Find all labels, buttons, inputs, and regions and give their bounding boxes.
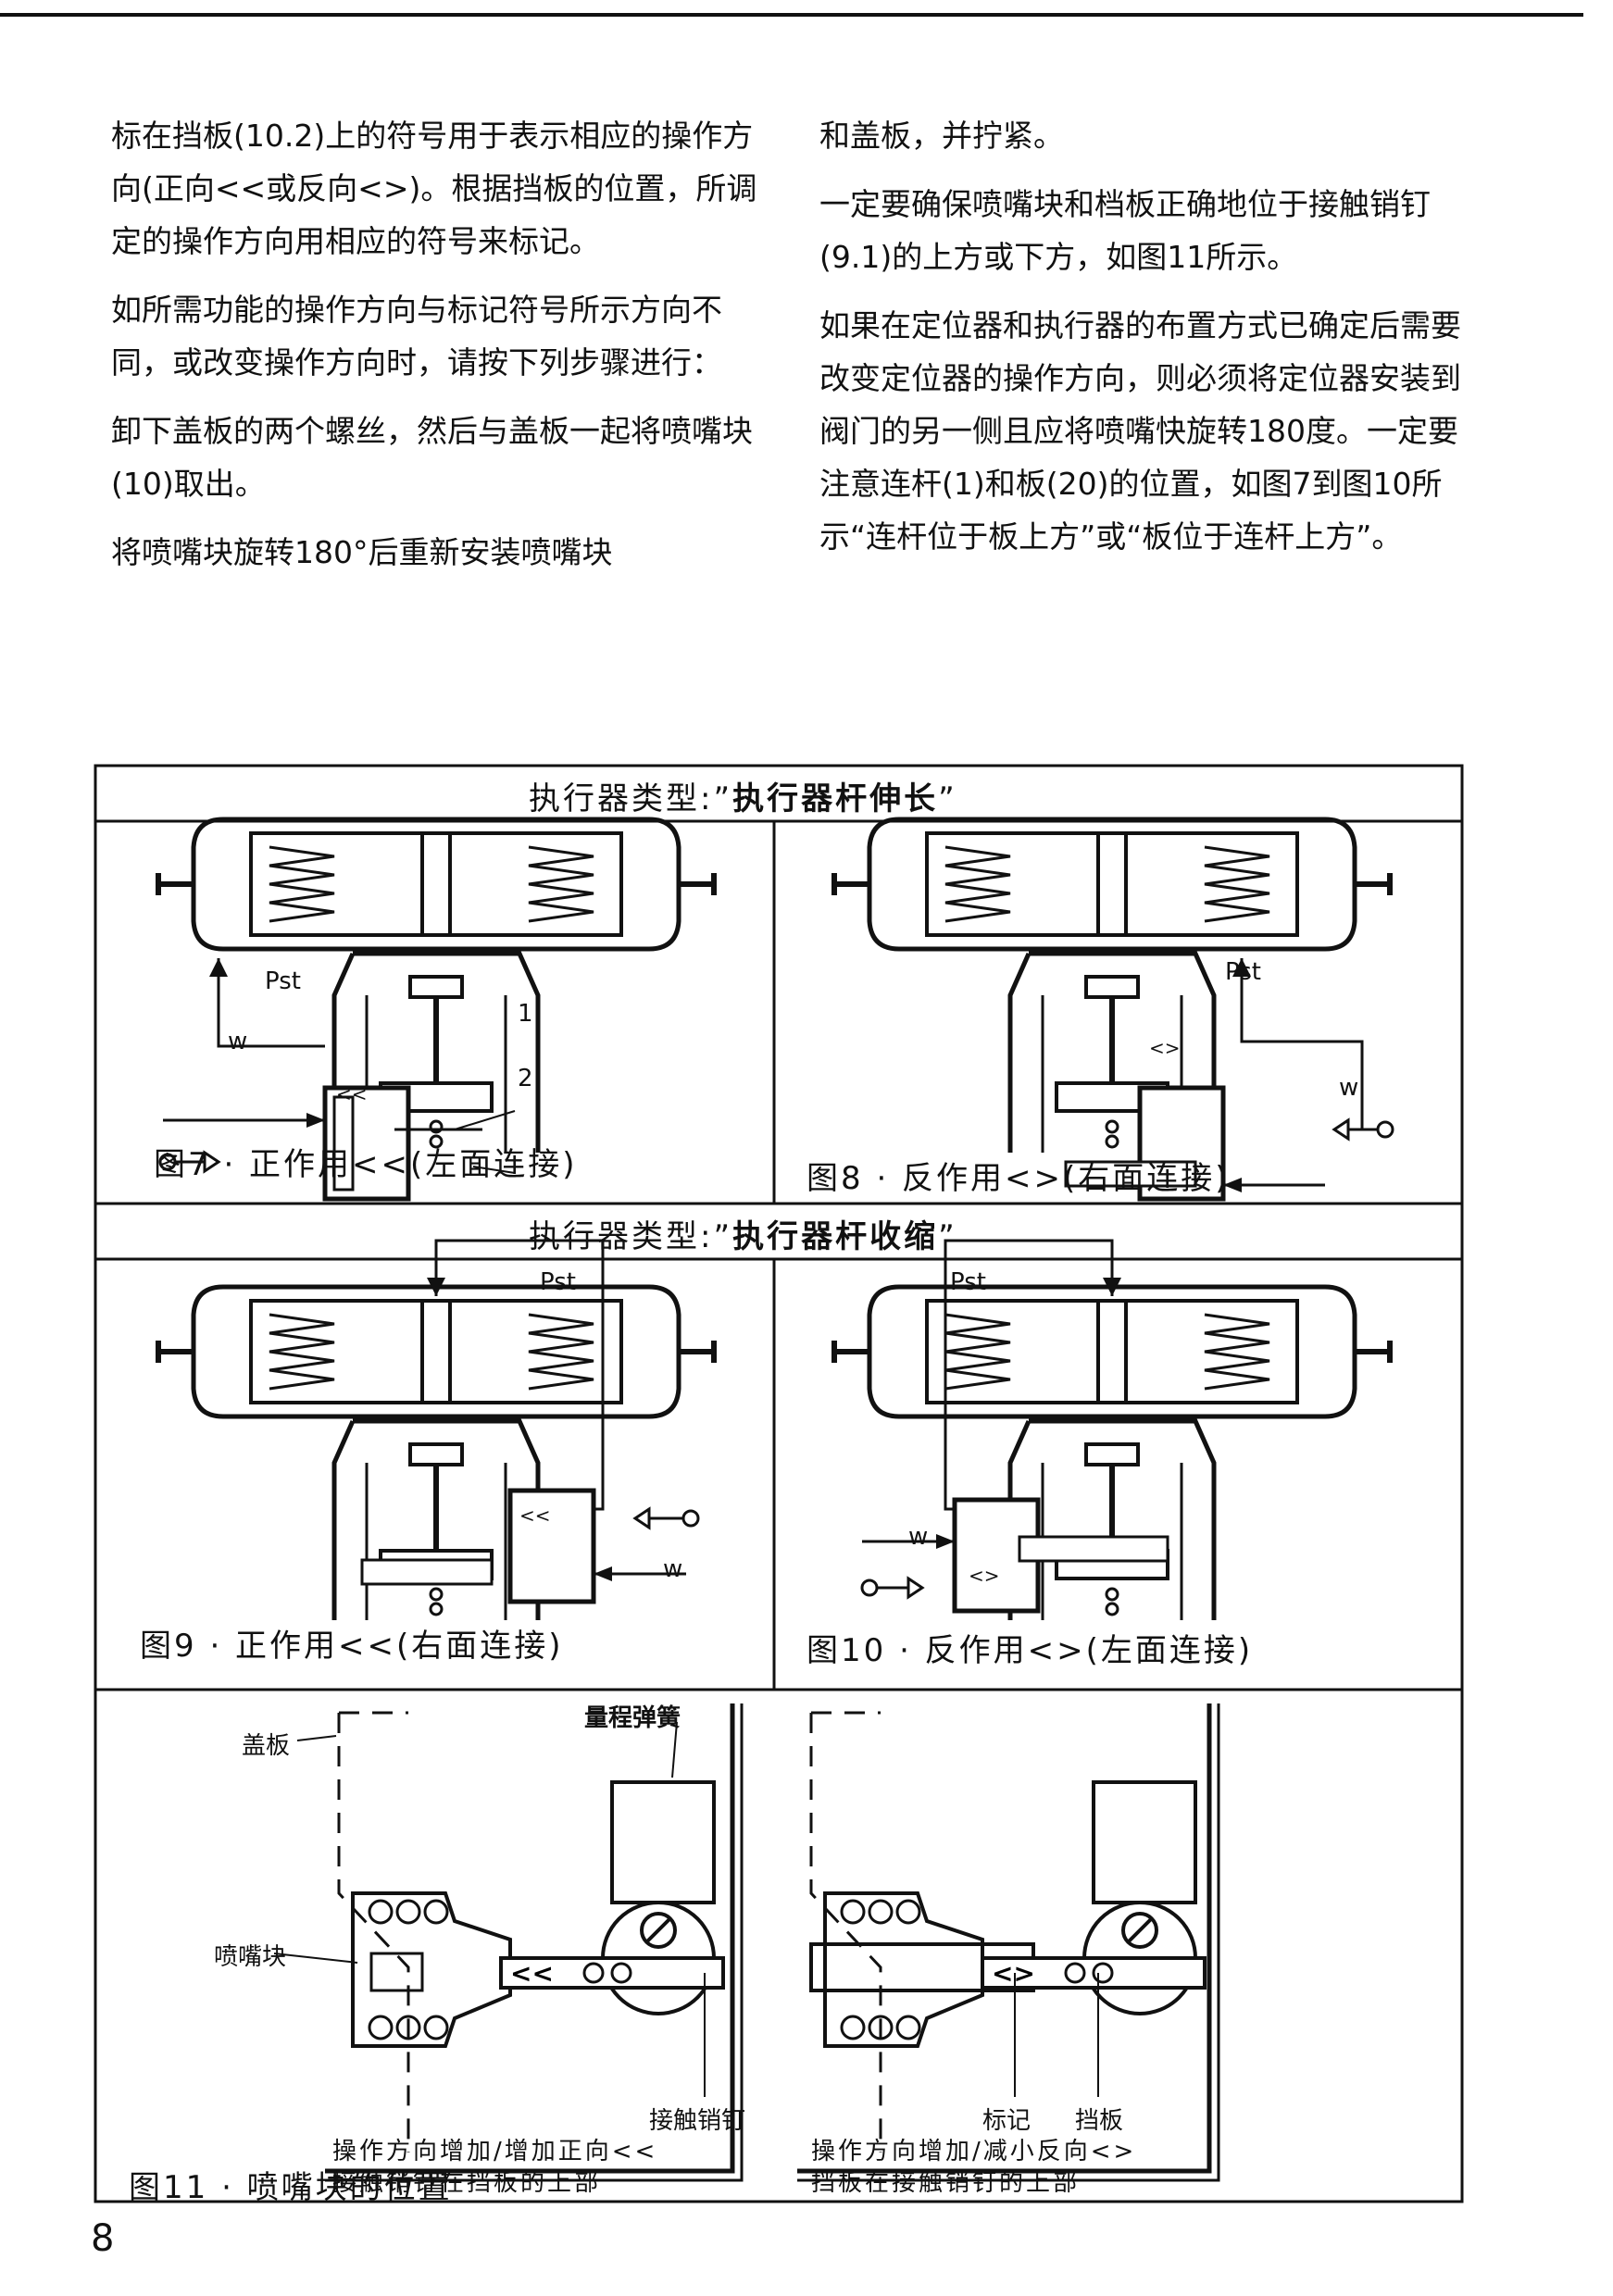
w-label: w — [228, 1028, 248, 1055]
figure-8-caption: 图8 · 反作用<>(右面连接) — [806, 1160, 1231, 1197]
band-title-suffix: ” — [938, 1218, 957, 1255]
nozzle-block-label: 喷嘴块 — [214, 1943, 287, 1971]
paragraph: 将喷嘴块旋转180°后重新安装喷嘴块 — [111, 534, 613, 570]
paragraph: 如所需功能的操作方向与标记符号所示方向不同，或改变操作方向时，请按下列步骤进行： — [111, 292, 722, 381]
figure-11-left-drawing: << — [273, 1703, 744, 2182]
figure-7-caption: 图7 · 正作用<<(左面连接) — [154, 1146, 578, 1183]
baffle-label: 挡板 — [1075, 2107, 1124, 2135]
text-column-left: 标在挡板(10.2)上的符号用于表示相应的操作方向(正向<<或反向<>)。根据挡… — [111, 109, 764, 594]
range-spring-label: 量程弹簧 — [584, 1704, 681, 1732]
pst-label: Pst — [265, 967, 301, 995]
figure-7-drawing — [158, 819, 714, 1202]
note-left-line2: 接触销钉在挡板的上部 — [332, 2169, 602, 2197]
direct-symbol: << — [519, 1504, 551, 1527]
paragraph: 和盖板，并拧紧。 — [819, 118, 1064, 154]
note-right-line2: 挡板在接触销钉的上部 — [811, 2169, 1081, 2197]
band-title-bold: 执行器杆伸长 — [732, 780, 939, 817]
band-title-suffix: ” — [938, 780, 957, 817]
band-title-prefix: 执行器类型:” — [529, 780, 733, 817]
w-label: w — [908, 1523, 929, 1551]
paragraph: 标在挡板(10.2)上的符号用于表示相应的操作方向(正向<<或反向<>)。根据挡… — [111, 118, 757, 259]
figure-9-drawing — [158, 1239, 714, 1620]
lever-1-label: 1 — [518, 1000, 533, 1028]
figure-11-right-drawing: <> — [797, 1703, 1220, 2182]
reverse-symbol: <> — [1149, 1037, 1181, 1059]
w-label: w — [663, 1555, 683, 1583]
figure-10-caption: 图10 · 反作用<>(左面连接) — [806, 1632, 1254, 1669]
note-left-line1: 操作方向增加/增加正向<< — [332, 2138, 658, 2165]
band-title-bold: 执行器杆收缩 — [732, 1218, 939, 1255]
direct-symbol: << — [336, 1083, 368, 1105]
reverse-symbol: <> — [969, 1565, 1000, 1587]
figure-panel: << <> — [94, 764, 1464, 2206]
svg-text:<>: <> — [992, 1958, 1035, 1989]
pst-label: Pst — [1225, 958, 1261, 986]
pst-label: Pst — [950, 1268, 986, 1296]
cover-plate-label: 盖板 — [242, 1732, 291, 1760]
paragraph: 如果在定位器和执行器的布置方式已确定后需要改变定位器的操作方向，则必须将定位器安… — [819, 307, 1461, 555]
figure-11-caption: 图11 · 喷嘴块的位置 — [129, 2169, 453, 2206]
figure-drawings: << <> — [94, 764, 1464, 2203]
note-right-line1: 操作方向增加/减小反向<> — [811, 2138, 1137, 2165]
figure-8-drawing — [834, 819, 1394, 1202]
paragraph: 卸下盖板的两个螺丝，然后与盖板一起将喷嘴块(10)取出。 — [111, 413, 753, 502]
band-title-prefix: 执行器类型:” — [529, 1218, 733, 1255]
w-label: w — [1339, 1074, 1359, 1102]
band-title-retract: 执行器类型:”执行器杆收缩” — [529, 1211, 957, 1256]
pst-label: Pst — [540, 1268, 576, 1296]
paragraph: 一定要确保喷嘴块和档板正确地位于接触销钉(9.1)的上方或下方，如图11所示。 — [819, 186, 1431, 275]
figure-9-caption: 图9 · 正作用<<(右面连接) — [140, 1628, 564, 1665]
text-column-right: 和盖板，并拧紧。 一定要确保喷嘴块和档板正确地位于接触销钉(9.1)的上方或下方… — [819, 109, 1486, 579]
contact-pin-label: 接触销钉 — [649, 2107, 746, 2135]
band-title-extend: 执行器类型:”执行器杆伸长” — [529, 773, 957, 818]
page-number: 8 — [91, 2217, 115, 2260]
mark-label: 标记 — [982, 2107, 1032, 2135]
figure-10-drawing — [834, 1239, 1390, 1620]
plate-2-label: 2 — [518, 1065, 533, 1092]
svg-text:<<: << — [510, 1958, 554, 1989]
top-rule — [0, 13, 1583, 17]
